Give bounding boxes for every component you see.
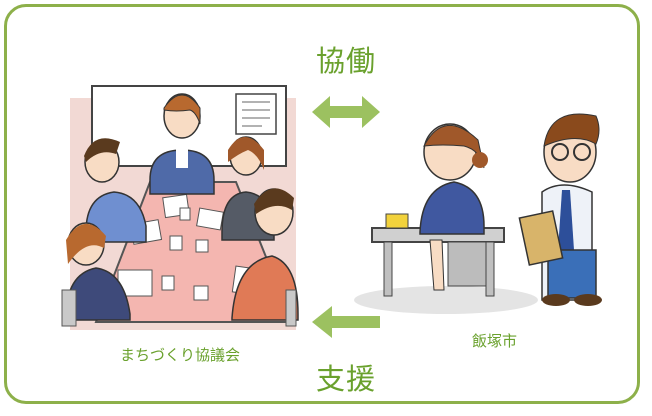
cooperation-label: 協働 bbox=[316, 44, 377, 78]
council-label: まちづくり協議会 bbox=[120, 346, 241, 364]
city-label: 飯塚市 bbox=[472, 332, 518, 350]
support-label: 支援 bbox=[316, 362, 377, 396]
left-arrow-icon bbox=[312, 306, 380, 338]
left-right-arrow-icon bbox=[312, 96, 380, 128]
council-meeting-illustration bbox=[61, 85, 299, 330]
city-staff-illustration bbox=[354, 113, 602, 314]
